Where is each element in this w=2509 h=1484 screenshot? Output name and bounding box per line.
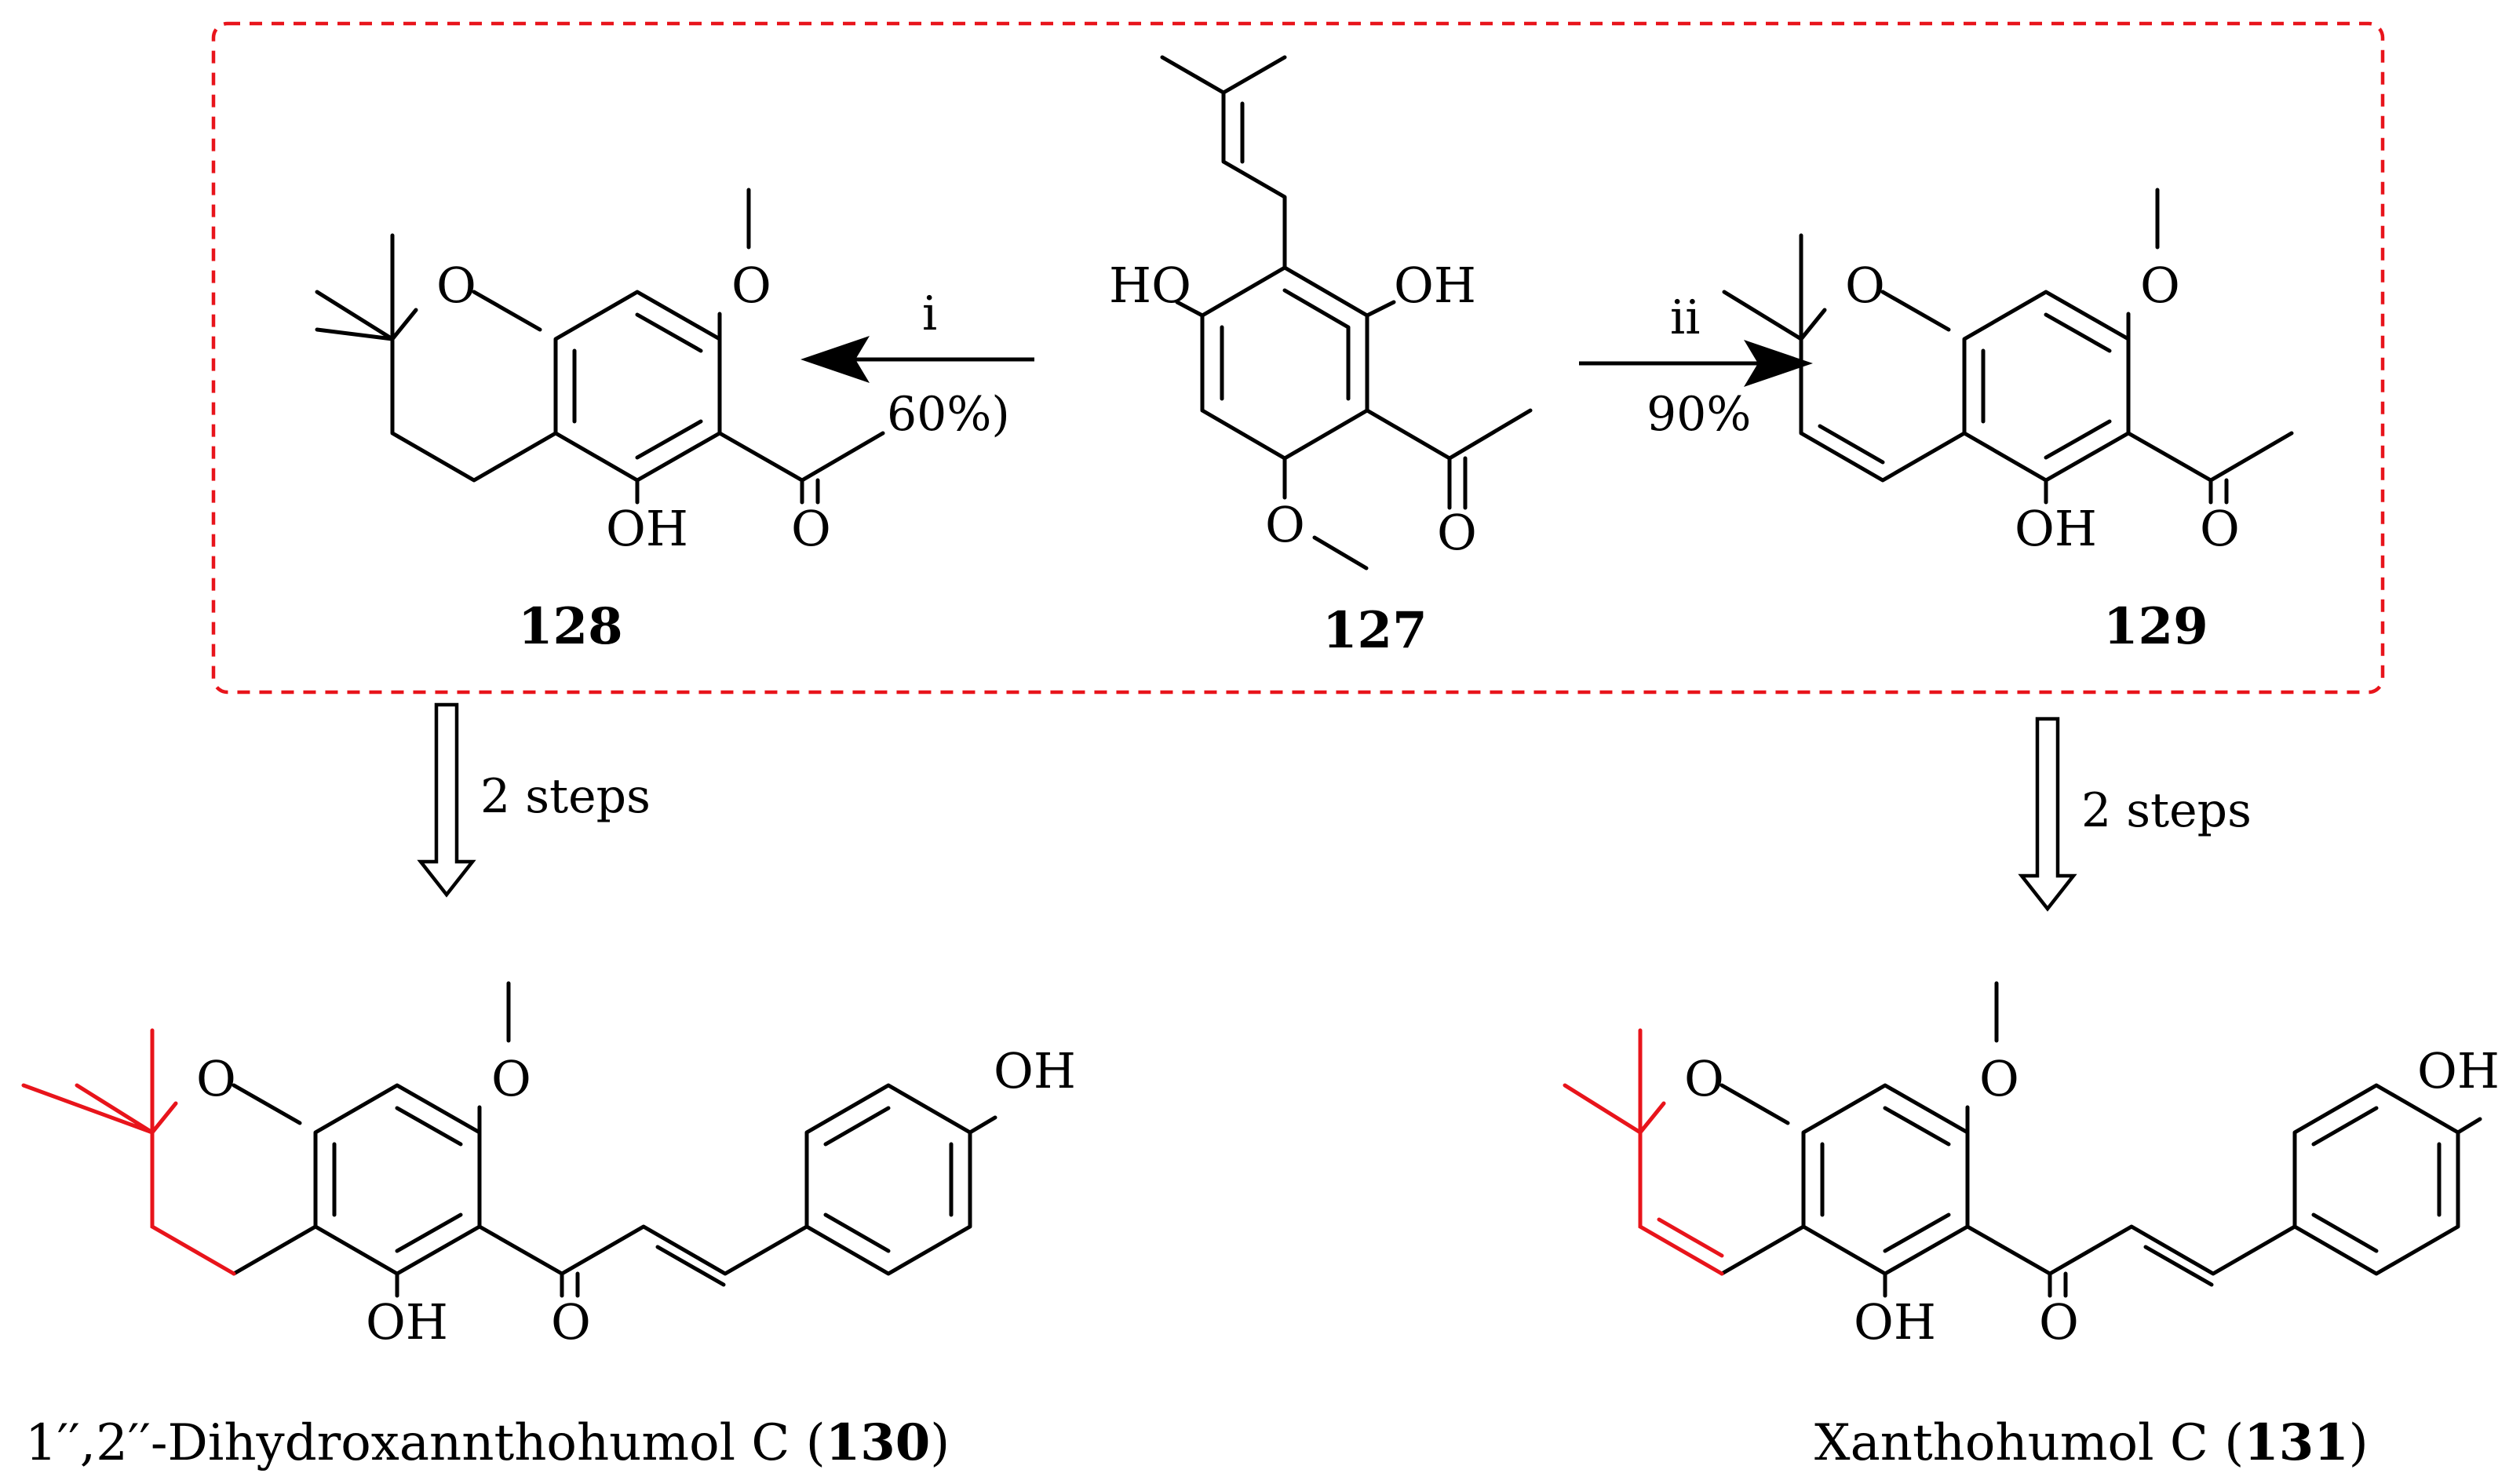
hydroxyl-label: OH	[1854, 1293, 1936, 1351]
ring-oxygen-label: O	[1845, 257, 1885, 314]
steps-label-right: 2 steps	[2081, 783, 2252, 838]
ring-oxygen-label: O	[196, 1050, 236, 1107]
hollow-arrow-left: 2 steps	[417, 702, 651, 898]
hydroxyl-label-right: OH	[1394, 257, 1476, 314]
methoxy-oxygen-label: O	[2140, 257, 2180, 314]
hydroxyl-label: OH	[2015, 500, 2097, 557]
para-hydroxyl-label: OH	[994, 1042, 1076, 1099]
compound-number-127: 127	[1322, 601, 1428, 660]
compound-127: HO OH O O 127	[1109, 55, 1533, 660]
para-hydroxyl-label: OH	[2417, 1042, 2500, 1099]
compound-131: O O OH O OH Xanthohumol C (131)	[1563, 981, 2500, 1472]
reaction-arrow-i: i 60%)	[800, 286, 1034, 442]
carbonyl-oxygen-label: O	[1437, 504, 1477, 561]
hollow-arrow-right: 2 steps	[2018, 716, 2252, 912]
carbonyl-oxygen-label: O	[2039, 1293, 2079, 1351]
ring-oxygen-label: O	[436, 257, 476, 314]
yield-label-i: 60%)	[887, 387, 1010, 442]
yield-label-ii: 90%	[1647, 387, 1751, 442]
compound-caption-130: 1′′,2′′-Dihydroxannthohumol C (130)	[25, 1413, 950, 1472]
ring-oxygen-label: O	[1684, 1050, 1724, 1107]
dashed-highlight-box	[211, 21, 2385, 695]
reagent-label-i: i	[922, 286, 937, 341]
methoxy-oxygen-label: O	[1265, 496, 1305, 553]
compound-caption-131: Xanthohumol C (131)	[1814, 1413, 2369, 1472]
methoxy-oxygen-label: O	[1979, 1050, 2019, 1107]
reaction-arrow-ii: ii 90%	[1579, 290, 1813, 442]
compound-number-128: 128	[518, 597, 623, 656]
reagent-label-ii: ii	[1670, 290, 1700, 345]
compound-number-129: 129	[2103, 597, 2208, 656]
carbonyl-oxygen-label: O	[2200, 500, 2240, 557]
hydroxyl-label-left: HO	[1109, 257, 1191, 314]
carbonyl-oxygen-label: O	[551, 1293, 591, 1351]
hydroxyl-label: OH	[606, 500, 688, 557]
compound-130: O O OH O OH 1′′,2′′-Dihydroxannthohumol …	[21, 981, 1076, 1472]
methoxy-oxygen-label: O	[491, 1050, 531, 1107]
compound-129: O O OH O 129	[1722, 188, 2294, 656]
methoxy-oxygen-label: O	[731, 257, 771, 314]
steps-label-left: 2 steps	[480, 769, 651, 824]
compound-128: O O OH O 128	[315, 188, 885, 656]
carbonyl-oxygen-label: O	[791, 500, 831, 557]
hydroxyl-label: OH	[366, 1293, 448, 1351]
